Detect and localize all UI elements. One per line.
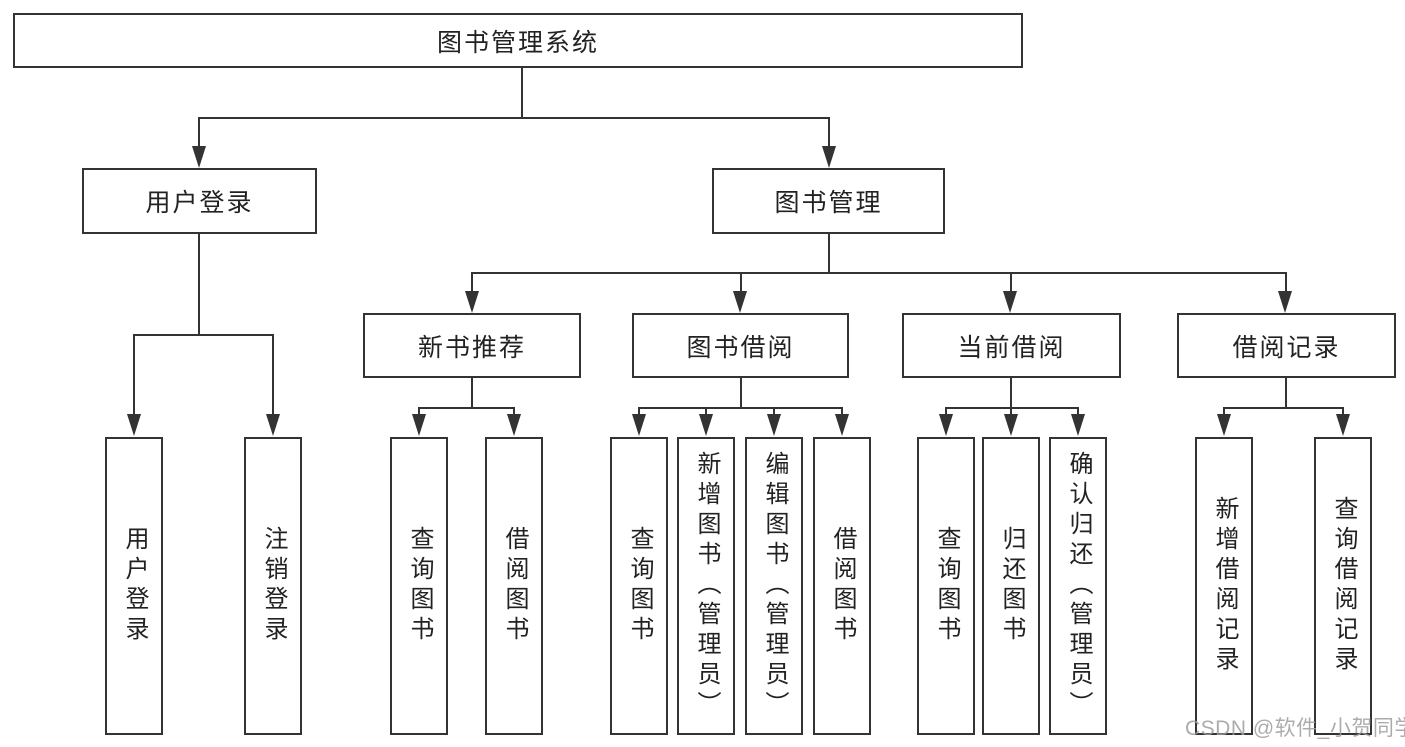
connector-recommend-stem <box>471 377 473 408</box>
connector-current-rail <box>945 407 1079 409</box>
connector-leaf-stem <box>1077 407 1079 416</box>
connector-book-management-stem <box>828 233 830 273</box>
leaf-borrow-book: 借阅图书 <box>813 437 871 735</box>
arrowhead-leaf <box>1217 414 1231 436</box>
csdn-watermark: CSDN @软件_小贺同学 <box>1185 717 1405 740</box>
arrowhead-recommend <box>465 291 479 313</box>
arrowhead-leaf <box>632 414 646 436</box>
leaf-query-book-borrow: 查询图书 <box>610 437 668 735</box>
connector-to-recommend <box>471 272 473 292</box>
leaf-confirm-return-admin: 确认归还（管理员） <box>1049 437 1107 735</box>
arrowhead-records <box>1278 291 1292 313</box>
arrowhead-leaf <box>507 414 521 436</box>
arrowhead-leaf <box>1336 414 1350 436</box>
arrowhead-leaf <box>939 414 953 436</box>
arrowhead-leaf <box>412 414 426 436</box>
connector-to-borrow <box>740 272 742 292</box>
connector-leaf-stem <box>1010 407 1012 416</box>
connector-records-rail <box>1223 407 1344 409</box>
leaf-logout: 注销登录 <box>244 437 302 735</box>
leaf-add-borrow-record: 新增借阅记录 <box>1195 437 1253 735</box>
connector-leaf-stem <box>513 407 515 416</box>
node-borrow-records: 借阅记录 <box>1177 313 1396 378</box>
connector-leaf-stem <box>841 407 843 416</box>
connector-user-login-stem <box>198 233 200 335</box>
connector-recommend-rail <box>418 407 515 409</box>
node-book-borrow: 图书借阅 <box>632 313 849 378</box>
leaf-borrow-book-recommend: 借阅图书 <box>485 437 543 735</box>
connector-leaf-stem <box>705 407 707 416</box>
arrowhead-leaf <box>1071 414 1085 436</box>
leaf-query-borrow-record: 查询借阅记录 <box>1314 437 1372 735</box>
arrowhead-leaf-login <box>127 414 141 436</box>
arrowhead-borrow <box>733 291 747 313</box>
leaf-edit-book-admin: 编辑图书（管理员） <box>745 437 803 735</box>
node-current-borrow: 当前借阅 <box>902 313 1121 378</box>
connector-current-stem <box>1010 377 1012 408</box>
connector-leaf-stem <box>945 407 947 416</box>
connector-to-leaf-login <box>133 334 135 416</box>
node-book-management: 图书管理 <box>712 168 945 234</box>
connector-to-records <box>1285 272 1287 292</box>
connector-leaf-stem <box>638 407 640 416</box>
connector-leaf-stem <box>1223 407 1225 416</box>
connector-level1-rail <box>199 117 830 119</box>
connector-records-stem <box>1285 377 1287 408</box>
connector-user-login-rail <box>133 334 274 336</box>
arrowhead-leaf <box>1004 414 1018 436</box>
node-user-login: 用户登录 <box>82 168 317 234</box>
node-root: 图书管理系统 <box>13 13 1023 68</box>
leaf-add-book-admin: 新增图书（管理员） <box>677 437 735 735</box>
arrowhead-current <box>1003 291 1017 313</box>
connector-to-leaf-logout <box>272 334 274 416</box>
arrowhead-leaf <box>835 414 849 436</box>
connector-borrow-rail <box>638 407 843 409</box>
leaf-user-login: 用户登录 <box>105 437 163 735</box>
connector-to-current <box>1010 272 1012 292</box>
node-new-book-recommend: 新书推荐 <box>363 313 581 378</box>
arrowhead-user-login <box>192 146 206 168</box>
connector-borrow-stem <box>740 377 742 408</box>
arrowhead-leaf <box>767 414 781 436</box>
arrowhead-leaf-logout <box>266 414 280 436</box>
connector-leaf-stem <box>773 407 775 416</box>
leaf-query-book-recommend: 查询图书 <box>390 437 448 735</box>
connector-leaf-stem <box>1342 407 1344 416</box>
leaf-return-book: 归还图书 <box>982 437 1040 735</box>
connector-level2-rail <box>471 272 1287 274</box>
arrowhead-book-management <box>822 146 836 168</box>
connector-root-stem <box>521 67 523 118</box>
connector-to-book-management <box>828 117 830 148</box>
connector-to-user-login <box>198 117 200 148</box>
connector-leaf-stem <box>418 407 420 416</box>
arrowhead-leaf <box>699 414 713 436</box>
leaf-query-book-current: 查询图书 <box>917 437 975 735</box>
